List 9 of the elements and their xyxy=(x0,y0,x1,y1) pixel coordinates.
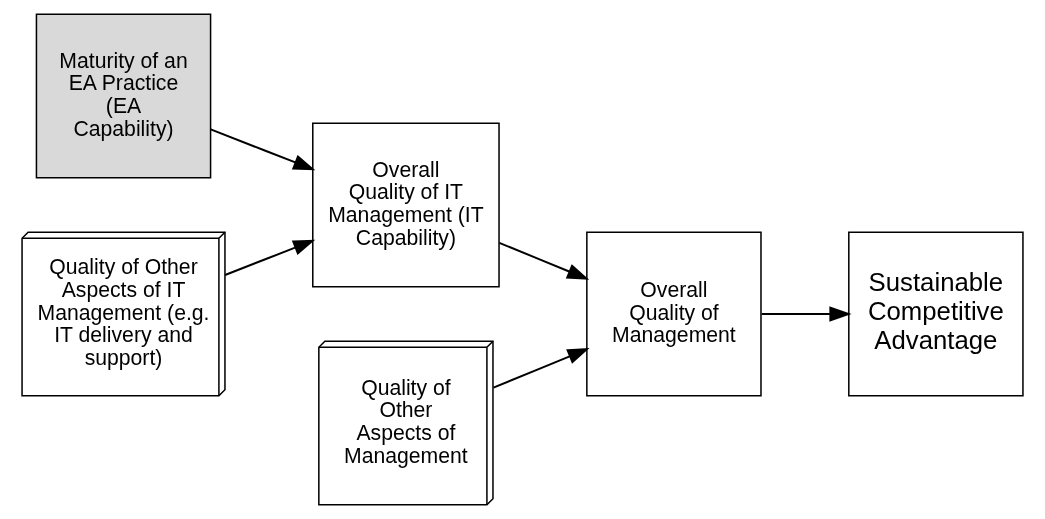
arrow xyxy=(209,128,316,171)
arrow xyxy=(224,239,316,276)
node-box: Overall Quality of IT Management (IT Capability) xyxy=(312,122,500,288)
node-box: Sustainable Competitive Advantage xyxy=(848,231,1024,397)
arrow xyxy=(498,241,590,280)
arrow xyxy=(492,348,590,389)
arrow xyxy=(760,306,852,322)
node-box: Maturity of an EA Practice (EA Capability) xyxy=(35,13,212,179)
node-box: Overall Quality of Management xyxy=(586,231,762,397)
